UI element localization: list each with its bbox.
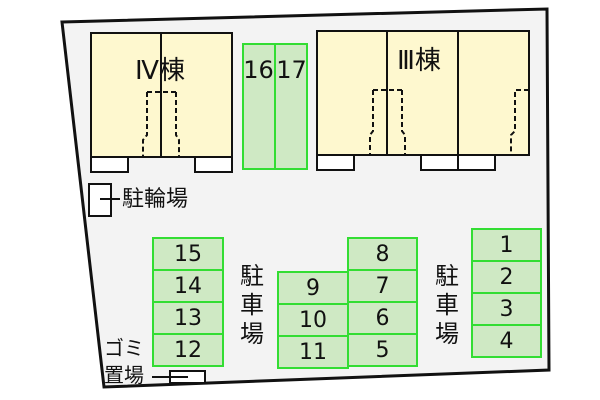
- parking-slot-1: 1: [499, 232, 514, 258]
- parking-slot-16: 16: [243, 56, 274, 84]
- parking-slot-9: 9: [306, 275, 320, 301]
- building-iv-label: Ⅳ棟: [135, 56, 185, 86]
- garbage-label-line2: 置場: [104, 363, 144, 387]
- parking-slot-11: 11: [299, 339, 327, 365]
- parking-label-left: 駐 車 場: [240, 262, 264, 348]
- building-iv: [90, 32, 233, 173]
- building-iii: [316, 30, 530, 171]
- parking-slot-14: 14: [174, 273, 202, 299]
- parking-slot-17: 17: [276, 56, 307, 84]
- parking-grids: [152, 228, 542, 369]
- parking-slot-6: 6: [375, 305, 390, 331]
- parking-slot-3: 3: [499, 296, 514, 322]
- garbage-marker: [152, 370, 206, 384]
- parking-slot-8: 8: [375, 241, 390, 267]
- parking-slot-10: 10: [299, 307, 327, 333]
- parking-slot-7: 7: [375, 273, 390, 299]
- garbage-label-line1: ゴミ: [104, 336, 144, 360]
- parking-slot-5: 5: [375, 337, 390, 363]
- bicycle-parking-marker: [88, 183, 120, 217]
- parking-slot-4: 4: [499, 328, 514, 354]
- parking-slot-13: 13: [174, 305, 202, 331]
- parking-slot-2: 2: [499, 264, 514, 290]
- bicycle-parking-label: 駐輪場: [122, 187, 189, 212]
- parking-label-right: 駐 車 場: [435, 262, 459, 348]
- parking-slot-12: 12: [174, 337, 202, 363]
- parking-slot-15: 15: [174, 241, 202, 267]
- parking-16-17: [242, 43, 308, 170]
- building-iii-label: Ⅲ棟: [397, 46, 441, 76]
